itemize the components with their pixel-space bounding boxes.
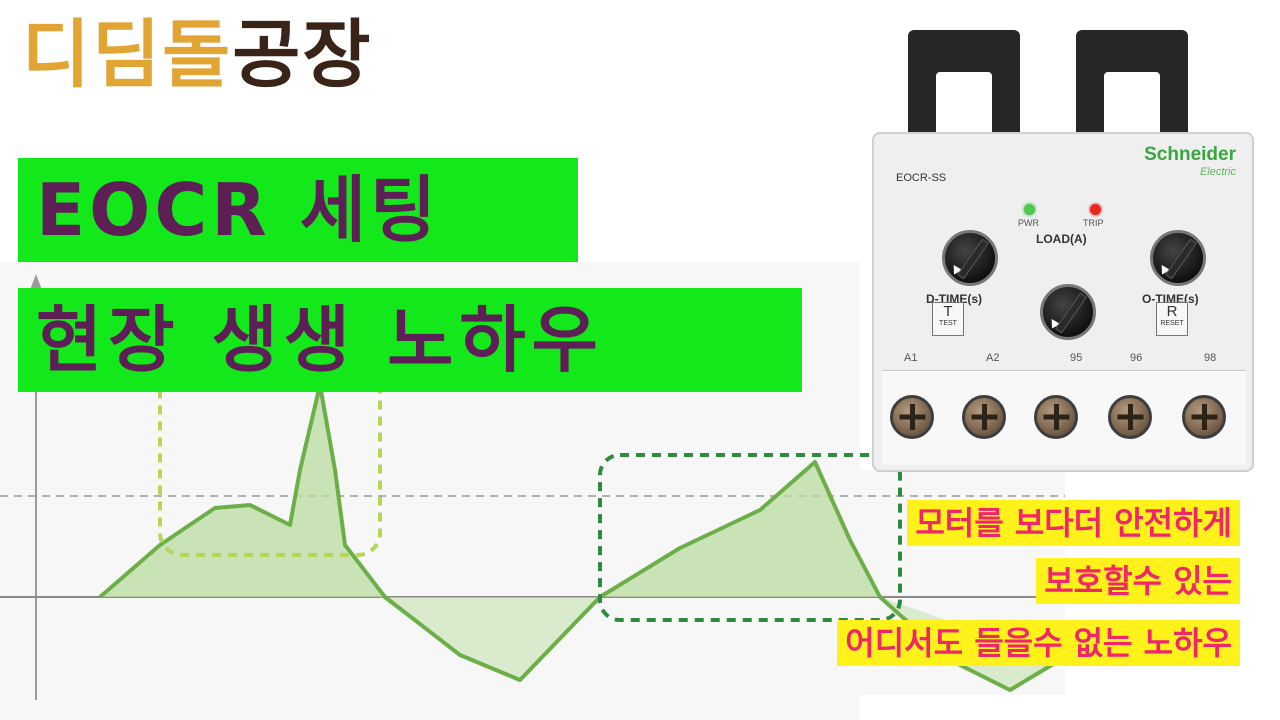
o-time-knob-icon[interactable] — [1150, 230, 1206, 286]
screw-icon — [1034, 395, 1078, 439]
trip-led-icon — [1090, 204, 1101, 215]
highlight-box-2 — [598, 453, 902, 622]
screw-icon — [890, 395, 934, 439]
screw-icon — [1108, 395, 1152, 439]
test-key: T — [943, 303, 953, 320]
schneider-logo: Schneider Electric — [1144, 144, 1236, 178]
d-time-knob-icon[interactable] — [942, 230, 998, 286]
caption-line-2: 보호할수 있는 — [1036, 558, 1240, 604]
caption-line-1: 모터를 보다더 안전하게 — [907, 500, 1240, 546]
brand-part-1: 디딤돌 — [22, 12, 233, 98]
headline-line-1: EOCR 세팅 — [18, 158, 578, 262]
model-label: EOCR-SS — [896, 172, 947, 184]
terminal-96: 96 — [1130, 352, 1143, 364]
screw-icon — [1182, 395, 1226, 439]
logo-sub: Electric — [1199, 166, 1236, 178]
screw-icon — [962, 395, 1006, 439]
terminal-95: 95 — [1070, 352, 1083, 364]
test-button[interactable]: T TEST — [932, 302, 964, 336]
logo-brand: Schneider — [1144, 144, 1236, 165]
waveform-line — [98, 383, 1062, 692]
headline-line-2: 현장 생생 노하우 — [18, 288, 802, 392]
test-label: TEST — [939, 320, 957, 327]
reset-label: RESET — [1160, 320, 1184, 327]
load-knob-icon[interactable] — [1040, 284, 1096, 340]
waveform-fill-2 — [380, 597, 600, 680]
relay-body: Schneider Electric EOCR-SS PWR TRIP LOAD… — [872, 132, 1254, 472]
reset-key: R — [1166, 303, 1178, 320]
caption-line-3: 어디서도 들을수 없는 노하우 — [837, 620, 1240, 666]
waveform-fill-3 — [600, 462, 880, 597]
reset-button[interactable]: R RESET — [1156, 302, 1188, 336]
load-label: LOAD(A) — [1036, 232, 1087, 246]
pwr-label: PWR — [1018, 218, 1039, 228]
terminal-a2: A2 — [986, 352, 1000, 364]
terminal-98: 98 — [1204, 352, 1217, 364]
brand-part-2: 공장 — [232, 12, 373, 98]
channel-brand: 디딤돌공장 — [22, 18, 372, 92]
trip-label: TRIP — [1083, 218, 1104, 228]
pwr-led-icon — [1024, 204, 1035, 215]
terminal-a1: A1 — [904, 352, 918, 364]
waveform-fill-1 — [100, 385, 385, 597]
eocr-relay-device: Schneider Electric EOCR-SS PWR TRIP LOAD… — [864, 30, 1264, 480]
terminal-block — [882, 370, 1246, 465]
graph-arrow — [30, 274, 42, 290]
